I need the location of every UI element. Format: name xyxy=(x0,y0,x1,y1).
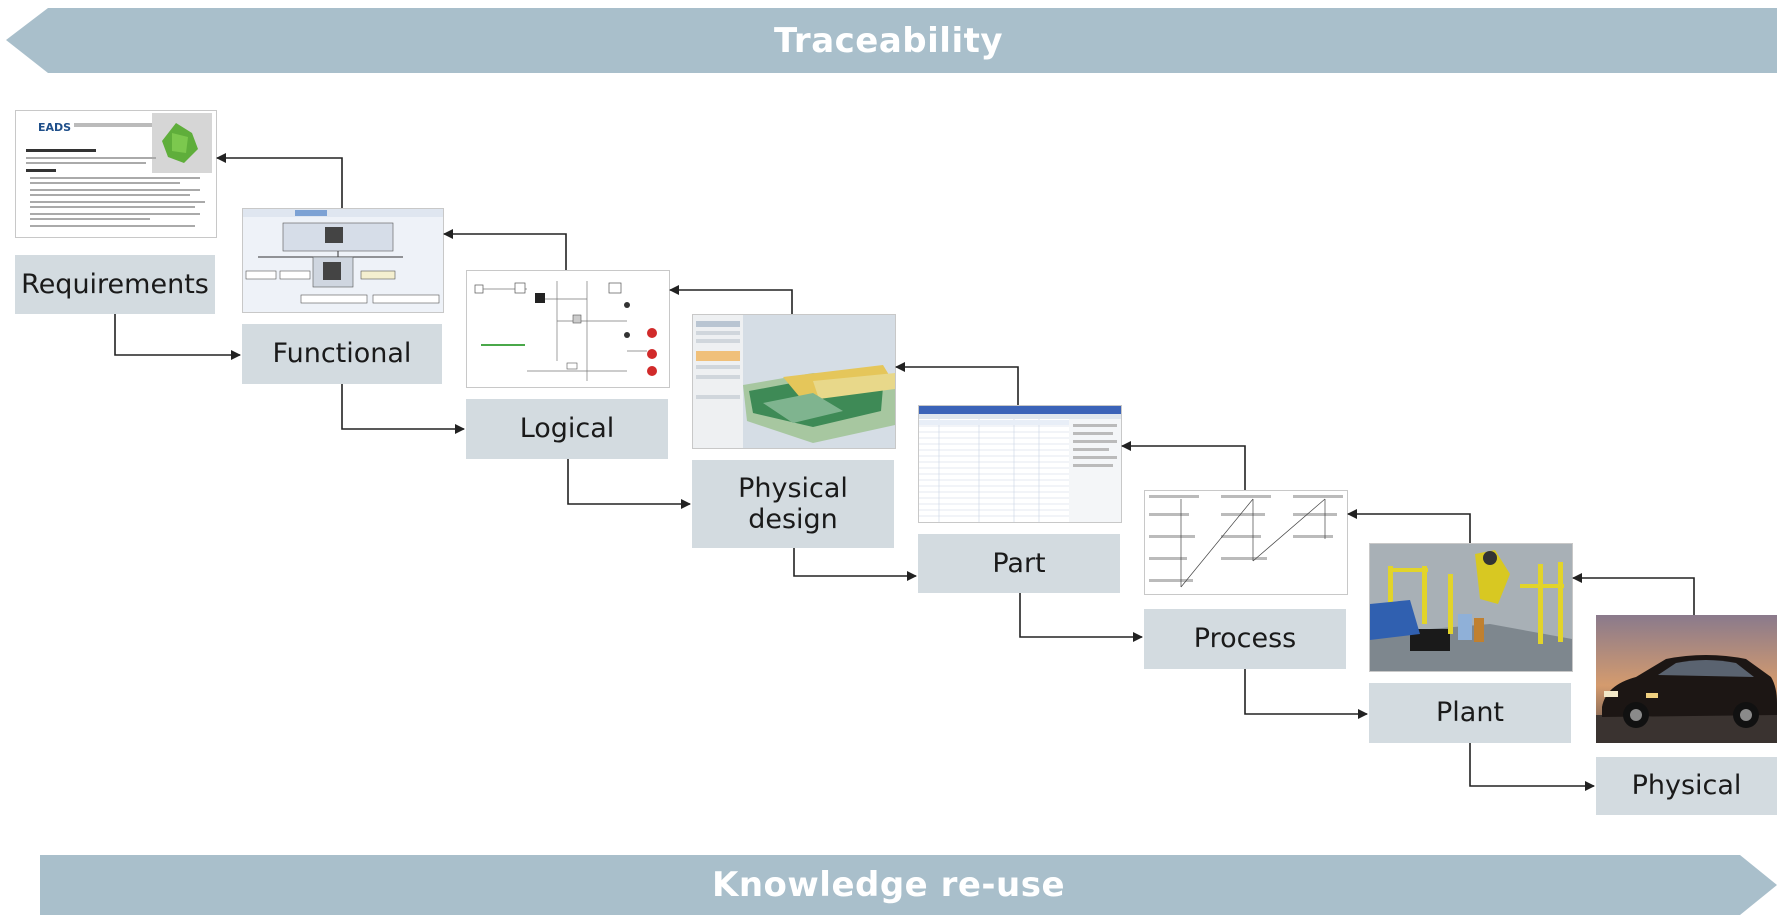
flow-arrow-process-plant xyxy=(1244,669,1368,719)
trace-arrow-physical-design-logical xyxy=(669,285,793,314)
trace-arrow-part-physical-design xyxy=(895,362,1019,405)
trace-arrow-functional-requirements xyxy=(216,153,343,208)
trace-arrow-physical-plant xyxy=(1572,573,1695,615)
stage-part: Part xyxy=(918,534,1120,593)
stage-requirements: Requirements xyxy=(15,255,215,314)
stage-process: Process xyxy=(1144,609,1346,669)
flow-arrow-logical-physical-design xyxy=(567,459,691,509)
plant-thumbnail xyxy=(1369,543,1573,672)
part-thumbnail xyxy=(918,405,1122,523)
stage-plant: Plant xyxy=(1369,683,1571,743)
stage-functional: Functional xyxy=(242,324,442,384)
flow-arrow-functional-logical xyxy=(341,384,465,434)
trace-arrow-plant-process xyxy=(1347,509,1471,543)
trace-arrow-process-part xyxy=(1121,441,1246,490)
functional-thumbnail xyxy=(242,208,444,313)
knowledge-reuse-arrow-shape xyxy=(40,855,1777,915)
eads-logo: EADS xyxy=(38,121,71,134)
traceability-arrow-shape xyxy=(6,8,1777,73)
physical-car-thumbnail xyxy=(1596,615,1777,743)
trace-arrow-logical-functional xyxy=(443,229,567,270)
flow-arrow-physical-design-part xyxy=(793,548,917,581)
stage-physical-design: Physical design xyxy=(692,460,894,548)
knowledge-reuse-label: Knowledge re-use xyxy=(711,865,1066,905)
process-thumbnail xyxy=(1144,490,1348,595)
traceability-banner: Traceability xyxy=(0,8,1777,73)
stage-logical: Logical xyxy=(466,399,668,459)
physical-design-thumbnail xyxy=(692,314,896,449)
flow-arrow-requirements-functional xyxy=(114,314,241,360)
requirements-thumbnail: EADS xyxy=(15,110,217,238)
flow-arrow-part-process xyxy=(1019,593,1143,642)
traceability-label: Traceability xyxy=(773,20,1004,61)
stage-physical: Physical xyxy=(1596,757,1777,815)
flow-arrow-plant-physical xyxy=(1469,743,1595,791)
logical-thumbnail xyxy=(466,270,670,388)
knowledge-reuse-banner: Knowledge re-use xyxy=(0,855,1777,915)
